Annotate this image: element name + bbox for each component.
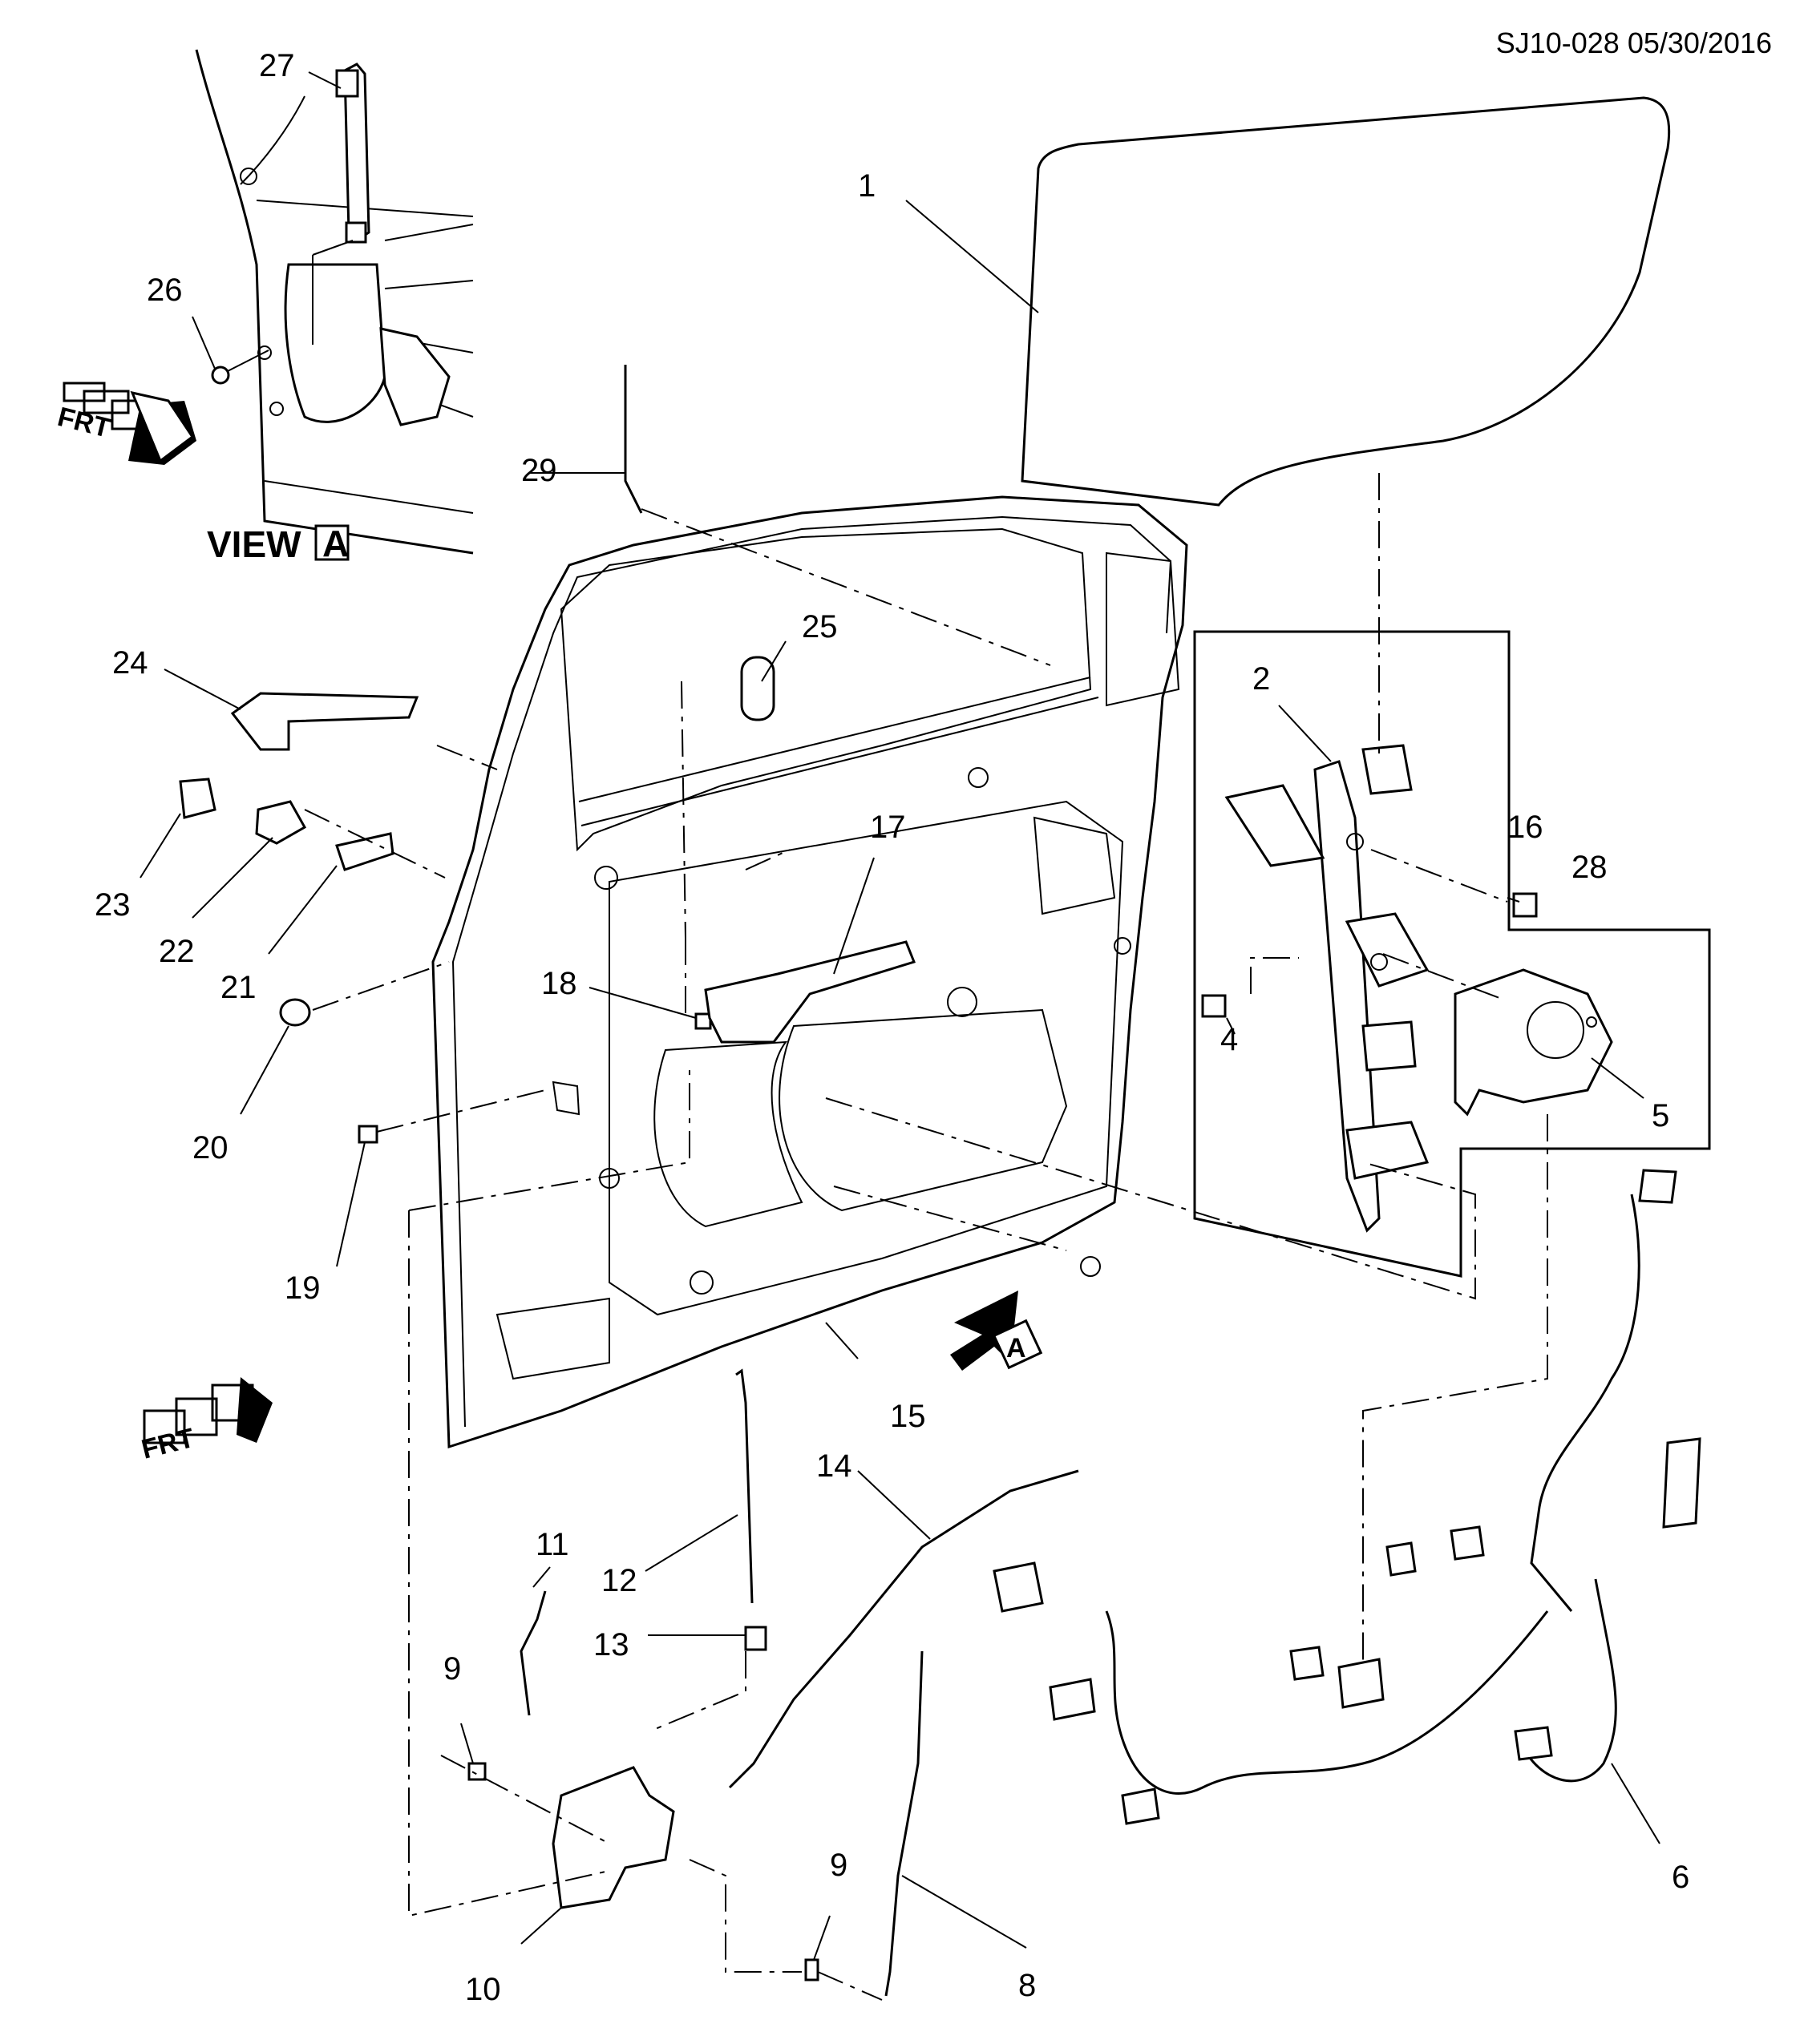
callout-19: 19 xyxy=(285,1270,321,1306)
callout-2: 2 xyxy=(1252,661,1270,697)
callout-23: 23 xyxy=(95,887,131,923)
handle-bezel-front xyxy=(335,832,394,871)
door-glass xyxy=(1021,96,1671,507)
svg-text:VIEW: VIEW xyxy=(207,523,301,565)
callout-18: 18 xyxy=(541,966,577,1001)
nut-9 xyxy=(467,1762,487,1781)
view-a-label: VIEW A xyxy=(207,523,350,565)
rod-8 xyxy=(884,1650,924,1997)
callout-11: 11 xyxy=(536,1527,569,1562)
construction-line xyxy=(833,1186,1067,1251)
callout-16: 16 xyxy=(1507,810,1543,845)
construction-line xyxy=(1250,957,1299,994)
construction-line xyxy=(1370,849,1508,999)
access-hole-plug xyxy=(740,656,775,721)
callout-21: 21 xyxy=(220,970,257,1005)
rod-11 xyxy=(520,1590,547,1716)
outside-handle xyxy=(230,692,419,751)
construction-line xyxy=(408,1210,606,1917)
callout-6: 6 xyxy=(1672,1860,1689,1895)
callout-29: 29 xyxy=(521,453,557,488)
callout-14: 14 xyxy=(816,1448,852,1484)
svg-text:A: A xyxy=(322,523,349,564)
hole-plug xyxy=(279,998,311,1027)
door-latch xyxy=(552,1766,675,1909)
callout-26: 26 xyxy=(147,273,183,308)
inside-handle-bracket xyxy=(704,940,916,1044)
callouts: 1 2 4 5 6 8 9 9 10 11 12 13 14 15 16 17 … xyxy=(95,48,1689,2007)
construction-line xyxy=(681,681,686,1014)
nut-9-lower xyxy=(804,1958,819,1981)
screw xyxy=(358,1125,378,1144)
callout-9a: 9 xyxy=(443,1651,461,1687)
callout-28: 28 xyxy=(1571,850,1608,885)
callout-13: 13 xyxy=(593,1627,629,1662)
callout-22: 22 xyxy=(159,934,195,969)
callout-1: 1 xyxy=(858,168,876,204)
handle-bezel-rear xyxy=(179,778,216,819)
window-motor xyxy=(1454,968,1613,1117)
callout-20: 20 xyxy=(192,1130,229,1165)
construction-line xyxy=(408,1066,690,1211)
construction-line xyxy=(825,1097,1476,1300)
construction-line xyxy=(376,1089,546,1133)
callout-24: 24 xyxy=(112,645,148,681)
construction-line xyxy=(689,1859,883,2001)
callout-4: 4 xyxy=(1220,1022,1238,1057)
frt-arrow-icon: FRT xyxy=(55,382,196,465)
leader-lines xyxy=(140,71,1660,1961)
svg-text:A: A xyxy=(1006,1333,1026,1363)
callout-5: 5 xyxy=(1652,1098,1669,1133)
construction-line xyxy=(1362,1114,1548,1667)
view-a-arrow-icon: A xyxy=(950,1291,1043,1371)
callout-12: 12 xyxy=(601,1563,637,1598)
construction-line xyxy=(440,1651,746,1844)
callout-25: 25 xyxy=(802,609,838,644)
callout-8: 8 xyxy=(1018,1968,1036,2003)
callout-27: 27 xyxy=(259,48,295,83)
wiring-harness xyxy=(993,1169,1701,1825)
clip-13 xyxy=(744,1626,767,1651)
callout-9b: 9 xyxy=(830,1848,847,1883)
callout-10: 10 xyxy=(465,1972,501,2007)
cable-14 xyxy=(728,1469,1079,1789)
construction-line xyxy=(304,809,446,879)
callout-15: 15 xyxy=(890,1399,926,1434)
bolt-4 xyxy=(1201,994,1227,1018)
bolt-16 xyxy=(1512,892,1538,918)
frt-arrow-icon: FRT xyxy=(139,1377,273,1465)
rod-29 xyxy=(624,365,643,514)
nut-18 xyxy=(694,1012,712,1030)
construction-line xyxy=(436,745,498,770)
regulator-kit-outline xyxy=(1193,630,1711,1278)
rod-12 xyxy=(735,1368,754,1604)
construction-line xyxy=(312,961,450,1011)
lock-cylinder xyxy=(255,800,307,845)
window-regulator xyxy=(1224,744,1430,1233)
diagram-code: SJ10-028 05/30/2016 xyxy=(1496,26,1772,59)
view-a-inset xyxy=(195,49,474,555)
callout-17: 17 xyxy=(870,810,906,845)
construction-line xyxy=(641,508,1051,871)
